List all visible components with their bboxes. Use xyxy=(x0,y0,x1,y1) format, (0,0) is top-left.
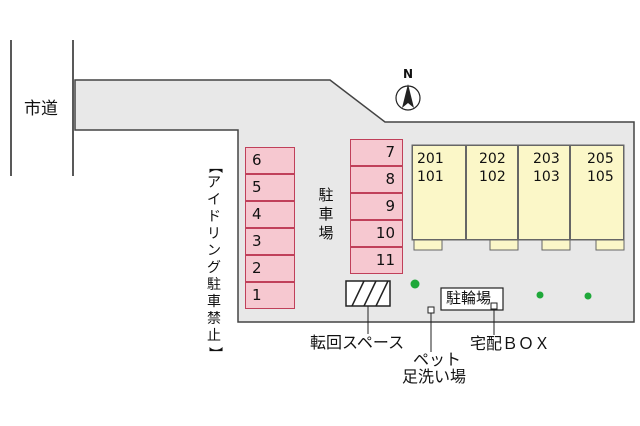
delivery-box-label: 宅配ＢＯＸ xyxy=(470,334,551,353)
vertical-char: 【 xyxy=(206,159,223,174)
parking-space-number: 4 xyxy=(252,205,262,223)
vertical-char: リ xyxy=(207,226,221,242)
vertical-char: 車 xyxy=(318,205,334,223)
unit-number-lower: 105 xyxy=(587,169,614,185)
unit-number-upper: 201 xyxy=(417,151,444,167)
parking-space-number: 1 xyxy=(252,286,262,304)
parking-space-number: 6 xyxy=(252,151,262,169)
unit-step xyxy=(413,239,443,251)
unit-step xyxy=(489,239,519,251)
parking-space: 9 xyxy=(350,193,403,220)
vertical-char: 場 xyxy=(318,224,334,242)
no-idling-notice: 【アイドリング駐車禁止】 xyxy=(206,158,223,362)
vertical-char: イ xyxy=(207,192,221,208)
parking-space-number: 9 xyxy=(385,197,395,215)
parking-space: 1 xyxy=(245,282,295,309)
north-arrow-icon xyxy=(395,84,421,111)
unit-number-upper: 202 xyxy=(479,151,506,167)
unit-number-lower: 101 xyxy=(417,169,444,185)
vertical-char: ア xyxy=(207,175,221,191)
unit-number-upper: 203 xyxy=(533,151,560,167)
tree-icon xyxy=(410,279,420,289)
pet-wash-marker xyxy=(427,306,435,314)
parking-label: 駐車場 xyxy=(318,186,334,243)
road-label: 市道 xyxy=(24,99,58,119)
bicycle-parking-box xyxy=(440,287,504,311)
unit-number-lower: 103 xyxy=(533,169,560,185)
pet-wash-label-line2: 足洗い場 xyxy=(402,367,467,386)
vertical-char: 駐 xyxy=(318,186,334,204)
parking-space-number: 3 xyxy=(252,232,262,250)
vertical-char: 】 xyxy=(206,346,223,361)
delivery-box-marker xyxy=(490,302,498,310)
north-label: N xyxy=(403,67,414,81)
unit-block: 203 103 xyxy=(518,145,570,240)
parking-space: 3 xyxy=(245,228,295,255)
parking-space-number: 5 xyxy=(252,178,262,196)
parking-space: 4 xyxy=(245,201,295,228)
vertical-char: 駐 xyxy=(207,277,221,293)
parking-space: 2 xyxy=(245,255,295,282)
parking-space: 11 xyxy=(350,247,403,274)
unit-step xyxy=(595,239,625,251)
parking-space: 6 xyxy=(245,147,295,174)
parking-space-number: 11 xyxy=(375,251,395,269)
parking-space-number: 2 xyxy=(252,259,262,277)
vertical-char: 止 xyxy=(207,328,221,344)
parking-space-number: 8 xyxy=(385,170,395,188)
tree-icon xyxy=(584,292,592,300)
parking-space-number: 7 xyxy=(385,143,395,161)
vertical-char: ド xyxy=(207,209,221,225)
parking-space: 7 xyxy=(350,139,403,166)
tree-icon xyxy=(536,291,544,299)
vertical-char: 車 xyxy=(207,294,221,310)
unit-step xyxy=(541,239,571,251)
unit-block: 202 102 xyxy=(466,145,518,240)
unit-block: 205 105 xyxy=(570,145,624,240)
vertical-char: ン xyxy=(207,243,221,259)
parking-space-number: 10 xyxy=(375,224,395,242)
parking-space: 5 xyxy=(245,174,295,201)
vertical-char: 禁 xyxy=(207,311,221,327)
unit-number-upper: 205 xyxy=(587,151,614,167)
bicycle-parking-label: 駐輪場 xyxy=(446,289,492,307)
parking-space: 10 xyxy=(350,220,403,247)
pet-wash-label-line1: ペット xyxy=(413,350,462,369)
turning-space-hatch xyxy=(345,280,391,307)
turning-space-label: 転回スペース xyxy=(310,333,405,352)
unit-number-lower: 102 xyxy=(479,169,506,185)
parking-space: 8 xyxy=(350,166,403,193)
unit-block: 201 101 xyxy=(412,145,466,240)
vertical-char: グ xyxy=(207,260,221,276)
